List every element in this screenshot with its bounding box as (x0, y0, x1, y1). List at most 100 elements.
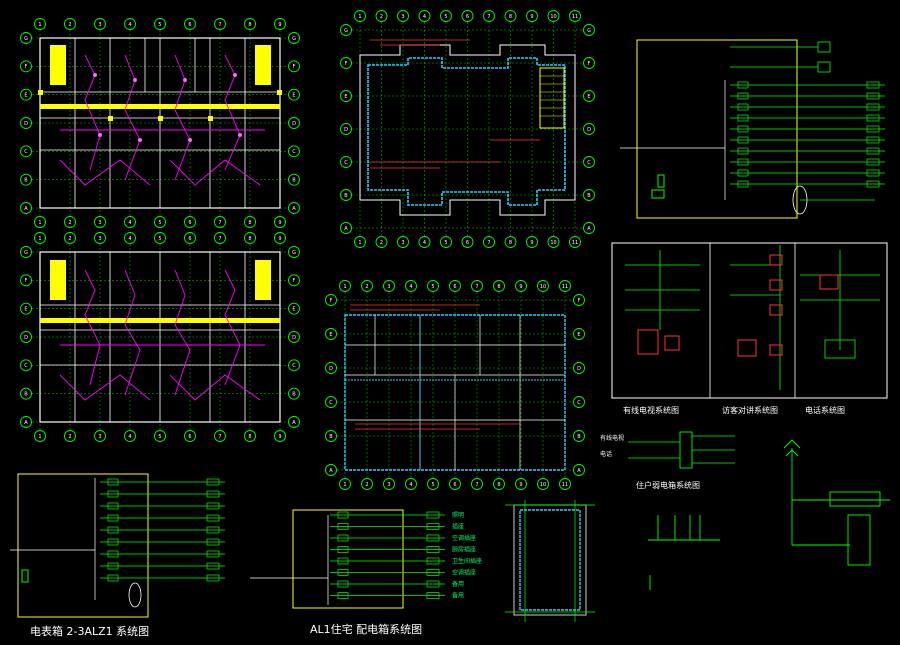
svg-text:E: E (587, 94, 590, 100)
svg-text:8: 8 (497, 284, 500, 290)
svg-text:A: A (329, 468, 333, 474)
grid-axis-bubble: 8 (244, 430, 256, 442)
grid-axis-bubble: 9 (526, 236, 538, 248)
grid-axis-bubble: A (288, 416, 300, 428)
svg-text:3: 3 (401, 240, 404, 246)
grid-axis-bubble: 9 (274, 18, 286, 30)
grid-axis-bubble: 8 (244, 18, 256, 30)
svg-text:1: 1 (38, 220, 41, 226)
svg-text:2: 2 (380, 240, 383, 246)
svg-text:8: 8 (248, 236, 251, 242)
grid-axis-bubble: E (20, 88, 32, 101)
svg-text:F: F (25, 278, 28, 284)
svg-text:3: 3 (387, 284, 390, 290)
svg-text:7: 7 (218, 220, 221, 226)
weak-current-systems: 有线电视系统图 访客对讲系统图 电话系统图 (611, 242, 888, 415)
svg-text:4: 4 (409, 284, 412, 290)
grid-axis-bubble: 11 (559, 280, 571, 292)
grid-axis-bubble: 5 (154, 430, 166, 442)
grid-axis-bubble: A (583, 222, 595, 234)
svg-text:1: 1 (38, 434, 41, 440)
grid-axis-bubble: 10 (547, 10, 560, 22)
grid-axis-bubble: C (20, 145, 32, 158)
grid-axis-bubble: B (20, 387, 32, 400)
svg-text:A: A (24, 420, 28, 426)
svg-text:B: B (344, 193, 348, 199)
grid-axis-bubble: D (288, 331, 300, 343)
svg-text:4: 4 (423, 14, 426, 20)
svg-text:C: C (329, 400, 333, 406)
grid-axis-bubble: 6 (184, 430, 196, 442)
grid-axis-bubble: F (325, 294, 337, 306)
svg-text:D: D (292, 335, 296, 341)
svg-text:6: 6 (453, 284, 456, 290)
svg-text:B: B (587, 193, 591, 199)
grid-axis-bubble: E (340, 90, 352, 102)
grid-axis-bubble: 2 (64, 232, 76, 244)
svg-text:B: B (577, 434, 581, 440)
svg-text:9: 9 (519, 482, 522, 488)
grid-axis-bubble: D (340, 123, 352, 135)
panel-title-al1: AL1住宅 配电箱系统图 (310, 622, 422, 636)
svg-text:3: 3 (387, 482, 390, 488)
grid-axis-bubble: G (20, 32, 32, 44)
svg-text:A: A (24, 206, 28, 212)
grid-axis-bubble: 6 (449, 478, 461, 490)
grid-axis-bubble: 6 (461, 236, 474, 248)
grid-axis-bubble: 2 (64, 18, 76, 30)
grid-axis-bubble: 2 (64, 216, 76, 228)
grid-axis-bubble: 8 (504, 10, 517, 22)
svg-text:2: 2 (365, 284, 368, 290)
svg-text:3: 3 (401, 14, 404, 20)
svg-text:9: 9 (278, 236, 281, 242)
svg-text:8: 8 (248, 220, 251, 226)
grid-axis-bubble: C (583, 156, 595, 168)
grid-axis-bubble: 5 (154, 18, 166, 30)
grid-axis-bubble: 8 (244, 216, 256, 228)
weak-box-label-tv: 有线电视 (600, 434, 624, 442)
svg-text:G: G (292, 36, 296, 42)
svg-text:7: 7 (218, 22, 221, 28)
svg-text:4: 4 (423, 240, 426, 246)
grid-axis-bubble: D (20, 117, 32, 129)
grid-axis-bubble: 11 (569, 236, 581, 248)
svg-text:8: 8 (248, 22, 251, 28)
grid-axis-bubble: A (573, 464, 585, 476)
grid-axis-bubble: C (20, 359, 32, 372)
svg-text:F: F (578, 298, 581, 304)
grid-axis-bubble: 1 (34, 216, 46, 228)
svg-text:7: 7 (218, 434, 221, 440)
svg-text:D: D (344, 127, 348, 133)
grid-axis-bubble: C (340, 156, 352, 168)
meter-box-2-3alz1: 电表箱 2-3ALZ1 系统图 (10, 473, 225, 638)
svg-text:F: F (293, 278, 296, 284)
svg-text:11: 11 (572, 240, 578, 246)
grid-axis-bubble: 10 (547, 236, 560, 248)
grid-axis-bubble: 7 (483, 236, 495, 248)
grid-axis-bubble: B (340, 189, 352, 201)
weak-box-label-phone: 电话 (600, 450, 612, 458)
svg-text:G: G (24, 250, 28, 256)
svg-text:1: 1 (358, 240, 361, 246)
grid-axis-bubble: E (288, 88, 300, 101)
svg-text:D: D (329, 366, 333, 372)
grid-axis-bubble: 7 (471, 280, 483, 292)
svg-text:F: F (345, 61, 348, 67)
svg-text:B: B (292, 391, 296, 397)
grid-axis-bubble: F (20, 274, 32, 287)
grid-axis-bubble: 2 (361, 478, 373, 490)
grid-axis-bubble: B (583, 189, 595, 201)
grid-axis-bubble: D (325, 362, 337, 374)
grid-axis-bubble: 4 (418, 236, 431, 248)
svg-text:10: 10 (550, 240, 556, 246)
svg-text:G: G (344, 28, 348, 34)
grid-axis-bubble: F (583, 57, 595, 69)
svg-text:2: 2 (68, 22, 71, 28)
grid-axis-bubble: 3 (94, 216, 106, 228)
svg-text:E: E (329, 332, 332, 338)
svg-text:9: 9 (519, 284, 522, 290)
grid-axis-bubble: 1 (354, 10, 366, 22)
